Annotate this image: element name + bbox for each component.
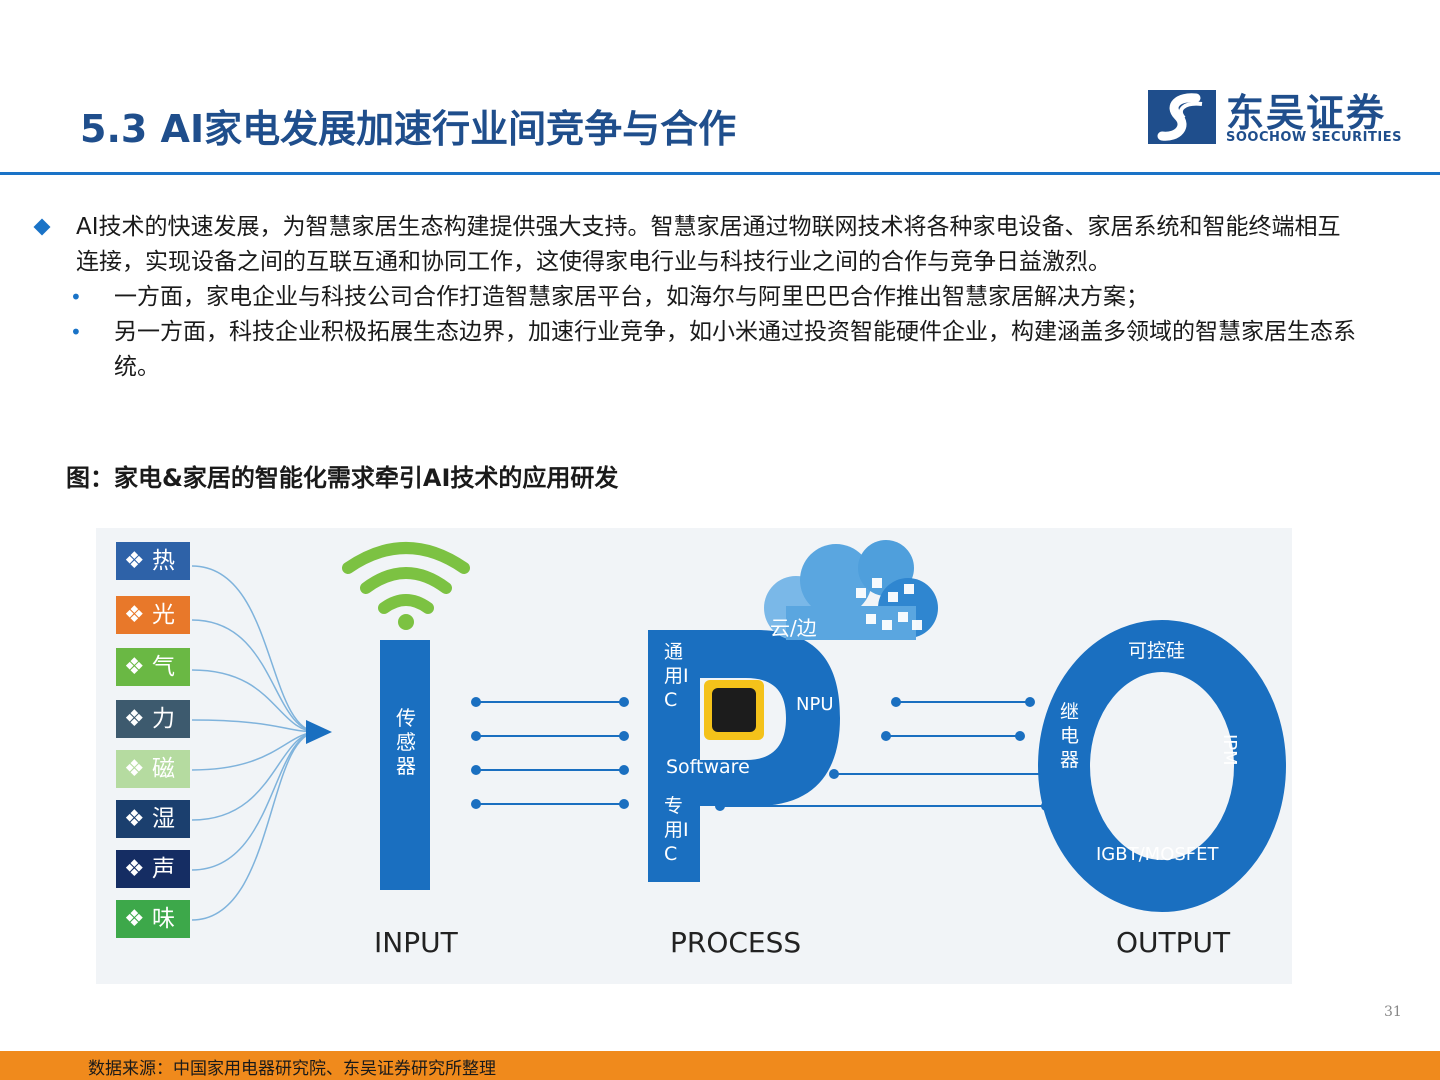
input-fan-lines [191,565,319,921]
sub-bullet: • 另一方面，科技企业积极拓展生态边界，加速行业竞争，如小米通过投资智能硬件企业… [30,315,1360,385]
sense-box-light: ❖ 光 [116,596,190,634]
dot-bullet-icon: • [70,285,82,309]
bullet-list: AI技术的快速发展，为智慧家居生态构建提供强大支持。智慧家居通过物联网技术将各种… [30,210,1360,385]
cloud-icon [764,540,938,640]
sense-box-taste: ❖ 味 [116,900,190,938]
header-divider [0,172,1440,175]
page-title: 5.3 AI家电发展加速行业间竞争与合作 [80,107,737,151]
process-p-shape [648,630,840,882]
sense-box-sound: ❖ 声 [116,850,190,888]
output-stage-label: OUTPUT [1116,926,1231,959]
figure-title: 图：家电&家居的智能化需求牵引AI技术的应用研发 [66,464,619,492]
sense-box-gas: ❖ 气 [116,648,190,686]
sub-bullet: • 一方面，家电企业与科技公司合作打造智慧家居平台，如海尔与阿里巴巴合作推出智慧… [30,280,1360,315]
main-bullet-text: AI技术的快速发展，为智慧家居生态构建提供强大支持。智慧家居通过物联网技术将各种… [76,214,1341,275]
process-output-links [720,701,1048,807]
main-bullet: AI技术的快速发展，为智慧家居生态构建提供强大支持。智慧家居通过物联网技术将各种… [30,210,1360,280]
diagram-graphics [191,540,1286,921]
ipo-diagram: ❖ 热 ❖ 光 ❖ 气 ❖ 力 ❖ 磁 ❖ 湿 ❖ 声 ❖ 味 传感器 云/边 … [96,528,1292,984]
special-ic-label: 专用IC [664,795,689,865]
dot-bullet-icon: • [70,320,82,344]
input-arrow-icon [306,720,332,744]
page-number: 31 [1384,1004,1402,1020]
software-label: Software [666,756,750,778]
process-stage-label: PROCESS [670,926,802,959]
sub-bullet-text: 一方面，家电企业与科技公司合作打造智慧家居平台，如海尔与阿里巴巴合作推出智慧家居… [114,284,1149,310]
igbt-label: IGBT/MOSFET [1096,844,1219,865]
input-stage-label: INPUT [374,926,458,959]
logo-english-name: SOOCHOW SECURITIES [1226,130,1402,145]
output-o-shape [1038,620,1286,912]
logo-chinese-name: 东吴证券 [1226,91,1387,135]
sensor-bar [380,640,430,890]
sense-box-force: ❖ 力 [116,700,190,738]
input-process-links [476,701,624,805]
ipm-label: IPM [1219,734,1240,766]
footer-bar: 数据来源：中国家用电器研究院、东吴证券研究所整理 [0,1051,1440,1080]
wifi-dot-icon [398,614,414,630]
sensor-label: 传感器 [396,706,416,778]
company-logo: 东吴证券 SOOCHOW SECURITIES [1148,88,1401,148]
sense-box-heat: ❖ 热 [116,542,190,580]
source-note: 数据来源：中国家用电器研究院、东吴证券研究所整理 [88,1059,496,1079]
soochow-logo-icon [1148,90,1216,144]
npu-label: NPU [796,694,834,715]
sense-box-humidity: ❖ 湿 [116,800,190,838]
sense-box-magnetic: ❖ 磁 [116,750,190,788]
relay-label: 继电器 [1060,701,1080,771]
scr-label: 可控硅 [1128,640,1186,662]
general-ic-label: 通用IC [664,641,689,711]
diamond-bullet-icon [33,218,51,236]
cloud-label: 云/边 [770,616,817,640]
sub-bullet-text: 另一方面，科技企业积极拓展生态边界，加速行业竞争，如小米通过投资智能硬件企业，构… [114,319,1356,380]
chip-icon [704,680,764,740]
wifi-icon [342,542,470,614]
